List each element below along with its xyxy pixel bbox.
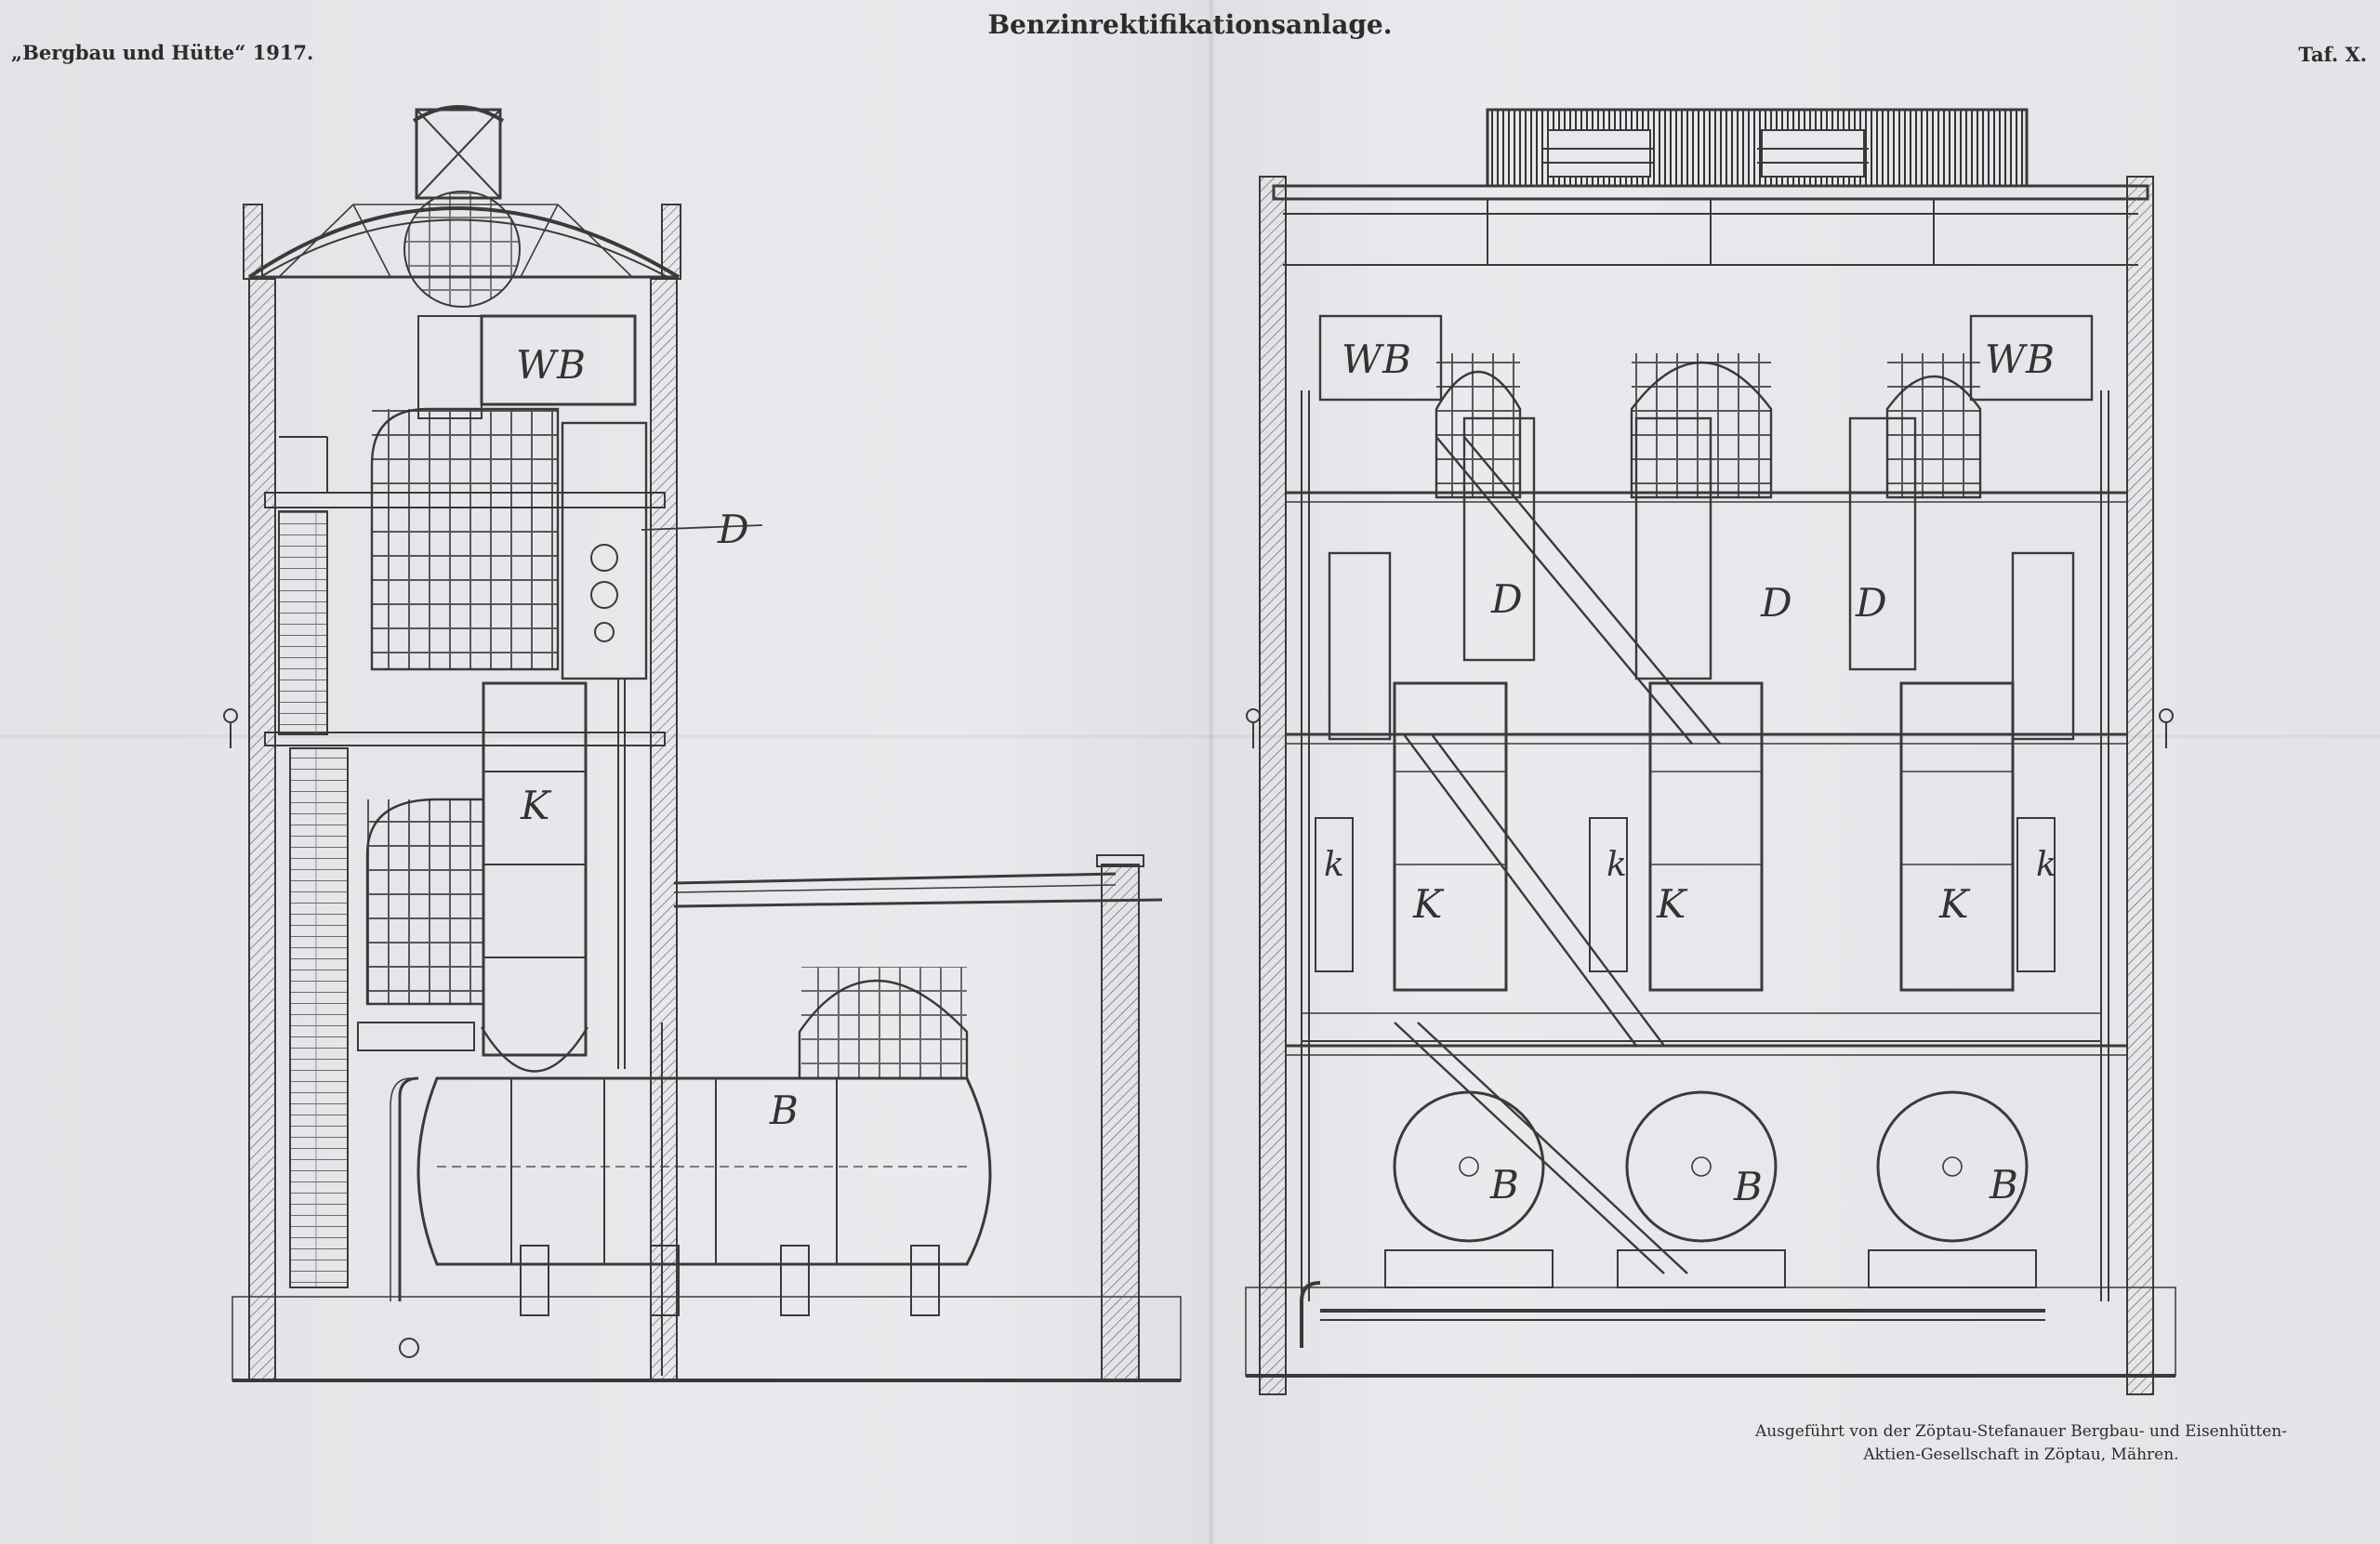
- manufacturer-credit: Ausgeführt von der Zöptau-Stefanauer Ber…: [1755, 1420, 2287, 1467]
- plate-title: Benzinrektifikationsanlage.: [987, 9, 1393, 40]
- credit-line-1: Ausgeführt von der Zöptau-Stefanauer Ber…: [1754, 1422, 2287, 1441]
- label-k-right-2: K: [1657, 881, 1687, 927]
- label-d-right-2: D: [1761, 580, 1793, 626]
- label-b-right-2: B: [1734, 1164, 1764, 1209]
- horizontal-fold-line: [0, 734, 2380, 738]
- label-k-small-2: k: [1606, 846, 1628, 884]
- label-wb-right-2: WB: [1985, 337, 2056, 382]
- label-d-right-3: D: [1856, 580, 1888, 626]
- label-wb-right-1: WB: [1342, 337, 1413, 382]
- label-k-right-3: K: [1939, 881, 1970, 927]
- label-b-right-1: B: [1490, 1162, 1520, 1207]
- vertical-fold-line: [1209, 0, 1214, 1544]
- label-b-left: B: [770, 1088, 800, 1133]
- label-k-small-3: k: [2036, 846, 2057, 884]
- right-section-view: [1245, 108, 2176, 1395]
- label-b-right-3: B: [1990, 1162, 2019, 1207]
- label-k-left: K: [521, 783, 551, 828]
- label-d-left: D: [718, 507, 750, 552]
- plate-number: Taf. X.: [2298, 43, 2367, 66]
- label-wb-left: WB: [516, 342, 588, 388]
- label-k-small-1: k: [1324, 846, 1345, 884]
- label-d-right-1: D: [1491, 576, 1524, 622]
- credit-line-2: Aktien-Gesellschaft in Zöptau, Mähren.: [1863, 1445, 2179, 1464]
- left-section-view: [223, 105, 1182, 1382]
- label-k-right-1: K: [1413, 881, 1444, 927]
- journal-reference: „Bergbau und Hütte“ 1917.: [11, 41, 314, 64]
